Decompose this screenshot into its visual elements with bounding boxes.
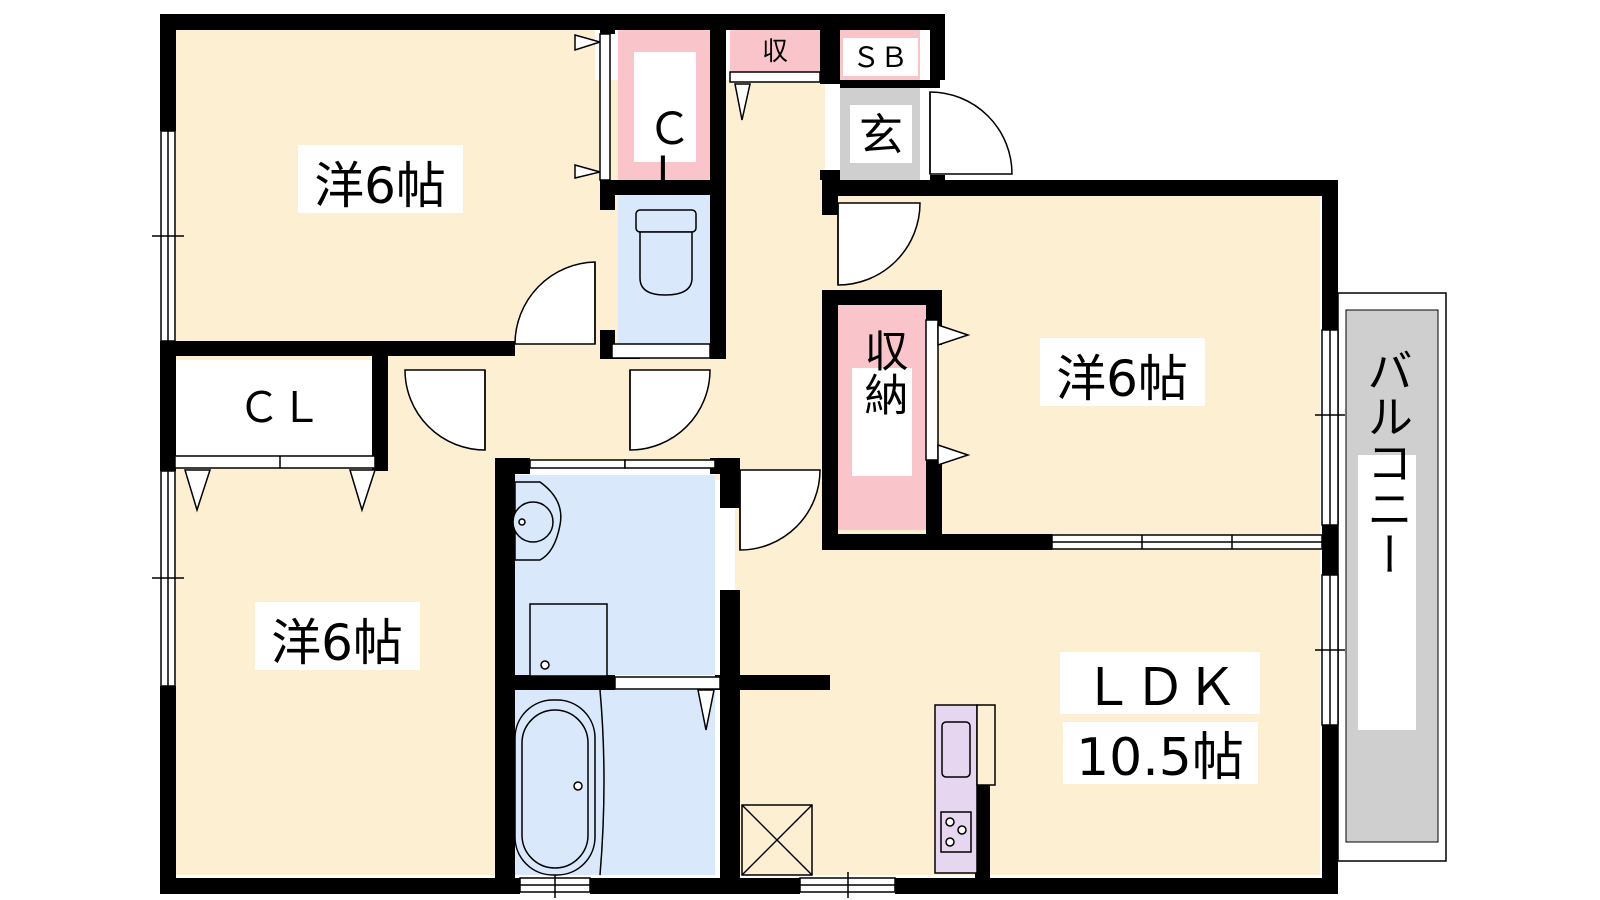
room-labels: 洋6帖 洋6帖 洋6帖 ＣＬ ＣＬ 収 ＳＢ 玄 収納 ＬＤＫ 10.5帖 バル…	[238, 37, 1416, 788]
storage-label: 収納	[857, 328, 908, 416]
bathtub-icon	[514, 689, 605, 876]
storage-small-label: 収	[762, 37, 788, 67]
washbasin-icon	[512, 481, 562, 561]
western-room-1-label: 洋6帖	[314, 157, 446, 215]
fridge-space	[741, 804, 813, 876]
western-room-2-label: 洋6帖	[271, 614, 403, 672]
doors	[174, 33, 1013, 731]
ldk-label: ＬＤＫ	[1082, 658, 1238, 718]
windows	[152, 130, 1345, 898]
washer-space	[529, 603, 608, 677]
closet-top-label: ＣＬ	[640, 106, 691, 194]
closet-left-label: ＣＬ	[238, 383, 322, 432]
toilet-icon	[635, 209, 697, 296]
balcony-label: バルコニー	[1360, 347, 1414, 577]
ldk-size-label: 10.5帖	[1076, 728, 1244, 788]
storage-small-floor	[730, 30, 820, 72]
corridor-floor-2	[715, 80, 825, 480]
western-room-3-label: 洋6帖	[1056, 350, 1188, 408]
entrance-label: 玄	[859, 110, 903, 161]
shoe-box-label: ＳＢ	[852, 41, 908, 74]
kitchen-counter-icon	[934, 704, 996, 874]
closet-left-floor	[175, 360, 375, 455]
fixtures	[512, 209, 996, 876]
